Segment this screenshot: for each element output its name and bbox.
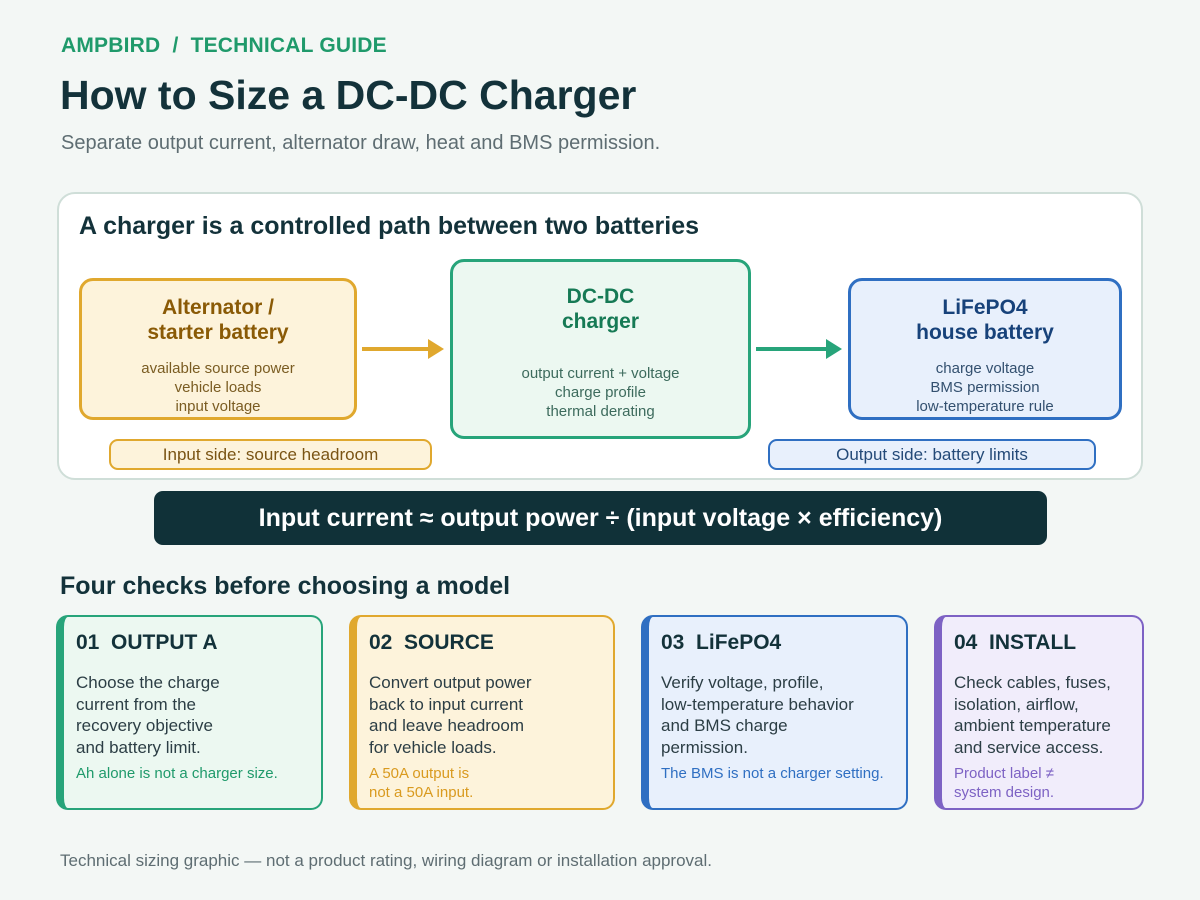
- battery-node-line: low-temperature rule: [916, 398, 1054, 415]
- check-card-lifepo4: 03 LiFePO4 Verify voltage, profile, low-…: [641, 615, 908, 810]
- check-card-note-line: not a 50A input.: [369, 784, 474, 801]
- page-subtitle: Separate output current, alternator draw…: [61, 132, 661, 154]
- check-card-body-line: and leave headroom: [369, 716, 525, 735]
- source-to-charger-arrow: [362, 339, 444, 359]
- check-card-title: 03 LiFePO4: [661, 631, 782, 654]
- diagram-title: A charger is a controlled path between t…: [79, 212, 700, 240]
- check-card-body-line: isolation, airflow,: [954, 694, 1079, 714]
- battery-node-line: BMS permission: [930, 379, 1040, 396]
- check-card-note: Ah alone is not a charger size.: [76, 764, 309, 783]
- check-card-note-line: The BMS is not a charger setting.: [661, 765, 884, 782]
- check-card-body-line: and battery limit.: [76, 737, 201, 757]
- check-card-title: 02 SOURCE: [369, 631, 494, 654]
- battery-node-details: charge voltage BMS permission low-temper…: [851, 359, 1119, 416]
- check-card-source: 02 SOURCE Convert output power back to i…: [349, 615, 615, 810]
- check-card-body-line: current from the: [76, 694, 196, 714]
- footer-disclaimer: Technical sizing graphic — not a product…: [60, 851, 713, 870]
- check-card-body-line: Choose the charge: [76, 673, 220, 692]
- source-node-details: available source power vehicle loads inp…: [82, 359, 354, 416]
- check-card-body-line: recovery objective: [76, 716, 214, 735]
- battery-node-line: charge voltage: [935, 360, 1035, 377]
- charger-node-title-line2: charger: [561, 310, 640, 333]
- check-card-body-line: for vehicle loads.: [369, 737, 497, 757]
- check-card-body: Choose the charge current from the recov…: [76, 672, 309, 758]
- check-card-note: The BMS is not a charger setting.: [661, 764, 894, 783]
- check-card-body-line: Check cables, fuses,: [954, 673, 1111, 692]
- source-node-line: input voltage: [175, 398, 261, 415]
- charger-node-line: output current + voltage: [521, 365, 680, 382]
- check-card-body-line: Verify voltage, profile,: [661, 673, 824, 692]
- check-card-note: A 50A output is not a 50A input.: [369, 764, 601, 802]
- check-card-body-line: Convert output power: [369, 673, 532, 692]
- check-card-body-line: and service access.: [954, 737, 1104, 757]
- charger-node-title-line1: DC-DC: [566, 285, 635, 308]
- check-card-body-line: ambient temperature: [954, 716, 1111, 735]
- source-node: Alternator / starter battery available s…: [79, 278, 357, 420]
- charger-node-title: DC-DC charger: [453, 284, 748, 334]
- check-card-body-line: back to input current: [369, 694, 524, 714]
- check-card-body-line: and BMS charge: [661, 716, 788, 735]
- check-card-note-line: A 50A output is: [369, 765, 470, 782]
- charger-to-battery-arrow: [756, 339, 842, 359]
- check-card-title: 04 INSTALL: [954, 631, 1077, 654]
- source-node-line: available source power: [141, 360, 295, 377]
- check-card-output: 01 OUTPUT A Choose the charge current fr…: [56, 615, 323, 810]
- check-card-body: Check cables, fuses, isolation, airflow,…: [954, 672, 1130, 758]
- charger-node-line: charge profile: [555, 384, 646, 401]
- source-node-title-line2: starter battery: [147, 321, 289, 344]
- check-card-title: 01 OUTPUT A: [76, 631, 218, 654]
- check-card-body-line: permission.: [661, 737, 748, 757]
- charger-node: DC-DC charger output current + voltage c…: [450, 259, 751, 439]
- check-card-body: Verify voltage, profile, low-temperature…: [661, 672, 894, 758]
- battery-node-title-line1: LiFePO4: [942, 296, 1028, 319]
- battery-node-title-line2: house battery: [916, 321, 1054, 344]
- charger-node-details: output current + voltage charge profile …: [453, 364, 748, 421]
- output-side-label: Output side: battery limits: [768, 439, 1096, 470]
- battery-node-title: LiFePO4 house battery: [851, 295, 1119, 345]
- input-side-label: Input side: source headroom: [109, 439, 432, 470]
- check-card-note-line: system design.: [954, 784, 1055, 801]
- source-node-title-line1: Alternator /: [161, 296, 274, 319]
- check-card-body-line: low-temperature behavior: [661, 694, 854, 714]
- formula-banner: Input current ≈ output power ÷ (input vo…: [154, 491, 1047, 545]
- battery-node: LiFePO4 house battery charge voltage BMS…: [848, 278, 1122, 420]
- check-card-body: Convert output power back to input curre…: [369, 672, 601, 758]
- source-node-line: vehicle loads: [174, 379, 262, 396]
- charger-node-line: thermal derating: [546, 403, 655, 420]
- source-node-title: Alternator / starter battery: [82, 295, 354, 345]
- checks-title: Four checks before choosing a model: [60, 572, 511, 600]
- check-card-install: 04 INSTALL Check cables, fuses, isolatio…: [934, 615, 1144, 810]
- check-card-note: Product label ≠ system design.: [954, 764, 1130, 802]
- check-card-note-line: Ah alone is not a charger size.: [76, 765, 278, 782]
- check-card-note-line: Product label ≠: [954, 765, 1054, 782]
- brand-eyebrow: AMPBIRD / TECHNICAL GUIDE: [61, 34, 387, 57]
- page-title: How to Size a DC-DC Charger: [60, 72, 637, 118]
